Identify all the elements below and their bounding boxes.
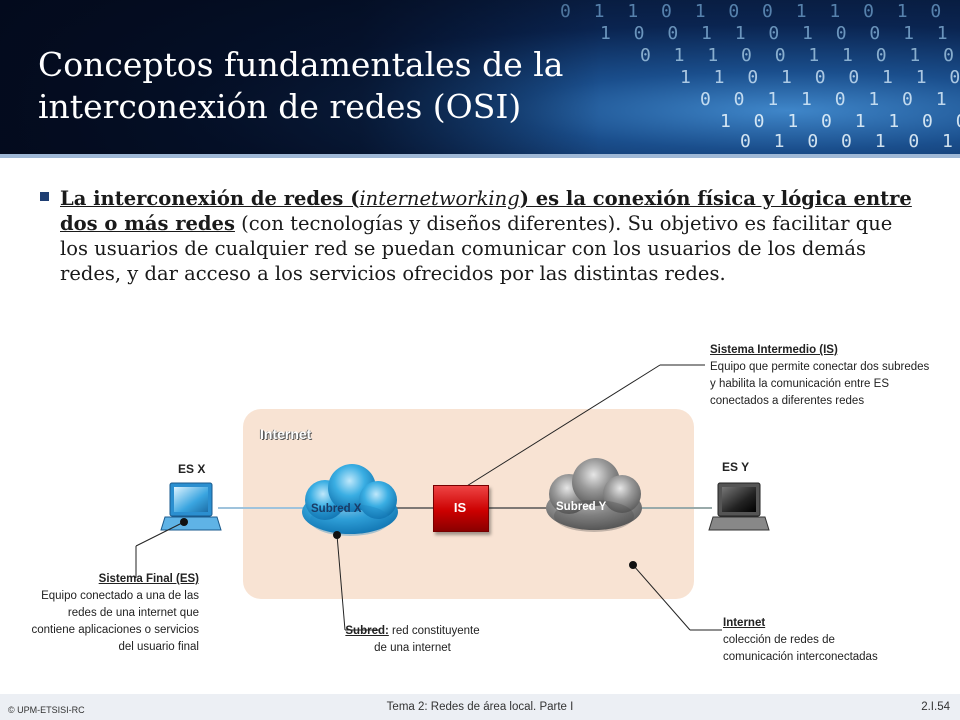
footer-topic: Tema 2: Redes de área local. Parte I bbox=[386, 701, 574, 713]
es-callout-dot bbox=[180, 518, 188, 526]
banner-shade bbox=[0, 0, 600, 158]
slide-title: Conceptos fundamentales de la interconex… bbox=[38, 45, 564, 126]
is-note: Sistema Intermedio (IS) Equipo que permi… bbox=[710, 342, 930, 410]
bullet-text: La interconexión de redes (internetworki… bbox=[60, 186, 920, 286]
subred-callout-dot bbox=[333, 531, 341, 539]
is-note-desc: Equipo que permite conectar dos subredes… bbox=[710, 361, 930, 407]
es-note: Sistema Final (ES) Equipo conectado a un… bbox=[30, 571, 199, 656]
is-note-title: Sistema Intermedio (IS) bbox=[710, 344, 838, 356]
es-note-desc: Equipo conectado a una de las redes de u… bbox=[31, 590, 199, 653]
laptop-es-y-icon bbox=[708, 482, 770, 531]
banner-divider bbox=[0, 154, 960, 158]
footer-copyright: © UPM-ETSISI-RC bbox=[8, 705, 85, 715]
es-note-title: Sistema Final (ES) bbox=[98, 573, 199, 585]
internet-note-desc: colección de redes de comunicación inter… bbox=[723, 634, 878, 663]
subred-note-title: Subred: bbox=[345, 625, 389, 637]
bullet-rest: (con tecnologías y diseños diferentes). … bbox=[60, 212, 893, 285]
footer-bar bbox=[0, 694, 960, 720]
title-banner: 0 1 1 0 1 0 0 1 1 0 1 0 1 1 0 0 1 1 0 0 … bbox=[0, 0, 960, 158]
es-y-label: ES Y bbox=[722, 460, 750, 474]
subred-note-desc: red constituyente de una internet bbox=[374, 625, 480, 654]
cloud-subred-x-icon bbox=[302, 464, 398, 536]
is-label: IS bbox=[453, 500, 467, 515]
cloud-subred-y-icon bbox=[546, 458, 642, 532]
bullet-square-icon bbox=[40, 192, 49, 201]
internet-note: Internet colección de redes de comunicac… bbox=[723, 615, 893, 666]
internet-callout-dot bbox=[629, 561, 637, 569]
term-prefix: La interconexión de redes ( bbox=[60, 187, 360, 210]
internet-note-title: Internet bbox=[723, 617, 766, 629]
es-x-label: ES X bbox=[178, 462, 206, 476]
subred-y-label: Subred Y bbox=[556, 501, 607, 513]
term-suffix: ) es la conexión física y lógica entre d… bbox=[60, 187, 912, 235]
footer-slide-number: 2.I.54 bbox=[921, 701, 950, 713]
subred-note: Subred: red constituyente de una interne… bbox=[345, 623, 480, 657]
is-router bbox=[433, 485, 489, 532]
internet-label: Internet bbox=[260, 426, 312, 442]
laptop-es-x-icon bbox=[160, 482, 222, 531]
term-italic: internetworking bbox=[359, 187, 520, 210]
subred-x-label: Subred X bbox=[311, 503, 362, 515]
